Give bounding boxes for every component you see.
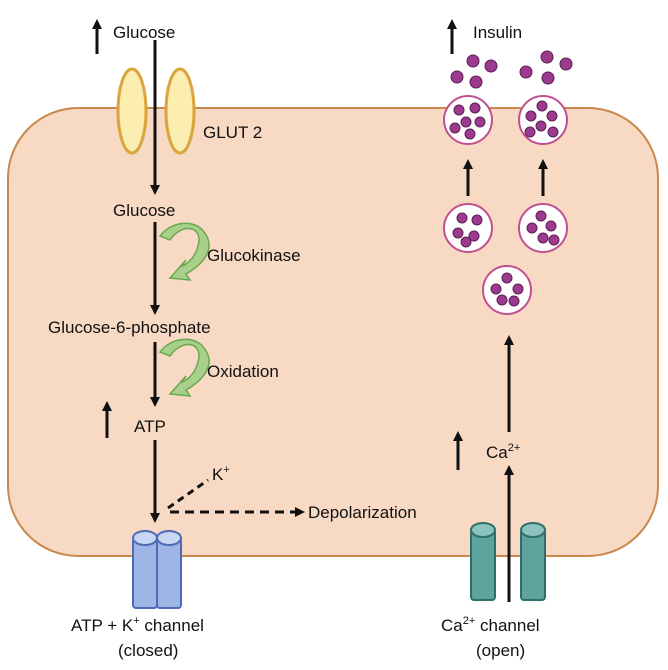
insulin-dot <box>484 59 498 73</box>
insulin-dot <box>541 71 555 85</box>
ca-ion-label: Ca2+ <box>486 442 520 462</box>
glucokinase-arrow <box>158 222 210 281</box>
insulin-dot <box>453 104 465 116</box>
insulin-dot <box>460 236 472 248</box>
insulin-dot <box>460 116 472 128</box>
calcium-pathway-arrows <box>463 159 548 602</box>
oxidation-label: Oxidation <box>207 362 279 381</box>
ca-channel-right-top <box>520 522 546 538</box>
insulin-dot <box>512 283 524 295</box>
granule-middle-left <box>443 203 493 253</box>
insulin-dot <box>469 102 481 114</box>
insulin-dot <box>525 110 537 122</box>
insulin-dot <box>471 214 483 226</box>
ca-ion-charge: 2+ <box>508 442 521 454</box>
ca-channel-charge: 2+ <box>463 615 476 627</box>
insulin-dot <box>508 295 520 307</box>
katp-label-suffix: channel <box>140 616 204 635</box>
insulin-dot <box>548 234 560 246</box>
insulin-dot <box>469 75 483 89</box>
katp-channel-right <box>156 537 182 609</box>
granule-top-left <box>443 95 493 145</box>
glut2-label: GLUT 2 <box>203 123 262 142</box>
ca-channel-right <box>520 529 546 601</box>
granule-bottom <box>482 265 532 315</box>
insulin-dot <box>449 122 461 134</box>
ca-channel-suffix: channel <box>475 616 539 635</box>
calcium-channel <box>470 522 546 601</box>
insulin-dot <box>526 222 538 234</box>
g6p-label: Glucose-6-phosphate <box>48 318 211 337</box>
k-ion-symbol: K <box>212 465 224 484</box>
glucose-extracellular-label: Glucose <box>113 23 175 42</box>
katp-channel-label: ATP + K+ channel <box>71 615 204 635</box>
ca-channel-label: Ca2+ channel <box>441 615 540 635</box>
insulin-dot <box>474 116 486 128</box>
insulin-dot <box>537 232 549 244</box>
increase-indicators <box>92 19 463 470</box>
depolarization-label: Depolarization <box>308 503 417 522</box>
beta-cell-membrane <box>7 107 659 557</box>
insulin-label: Insulin <box>473 23 522 42</box>
ca-channel-left <box>470 529 496 601</box>
katp-channel-right-top <box>156 530 182 546</box>
insulin-granules <box>443 50 573 315</box>
insulin-dot <box>501 272 513 284</box>
ca-ion-symbol: Ca <box>486 443 508 462</box>
katp-channel-left <box>132 537 158 609</box>
glucokinase-label: Glucokinase <box>207 246 301 265</box>
katp-label-prefix: ATP + K <box>71 616 134 635</box>
ca-channel-prefix: Ca <box>441 616 463 635</box>
ca-channel-state: (open) <box>476 641 525 660</box>
insulin-dot <box>535 210 547 222</box>
k-ion-charge: + <box>223 464 229 476</box>
insulin-dot <box>452 227 464 239</box>
katp-channel-state: (closed) <box>118 641 178 660</box>
katp-channel-left-top <box>132 530 158 546</box>
k-ion-label: K+ <box>212 464 230 484</box>
insulin-dot <box>490 283 502 295</box>
insulin-dot <box>464 128 476 140</box>
insulin-dot <box>524 126 536 138</box>
insulin-dot <box>545 220 557 232</box>
insulin-dot <box>456 212 468 224</box>
insulin-dot <box>519 65 533 79</box>
granule-middle-right <box>518 203 568 253</box>
insulin-dot <box>536 100 548 112</box>
katp-channel <box>132 530 182 609</box>
insulin-dot <box>559 57 573 71</box>
insulin-dot <box>466 54 480 68</box>
ca-channel-left-top <box>470 522 496 538</box>
insulin-dot <box>535 120 547 132</box>
glucose-intracellular-label: Glucose <box>113 201 175 220</box>
insulin-dot <box>450 70 464 84</box>
k-efflux-dashed-arrow <box>167 478 209 510</box>
glut2-transporter <box>116 67 196 155</box>
insulin-dot <box>468 230 480 242</box>
released-insulin <box>450 50 573 89</box>
insulin-dot <box>546 110 558 122</box>
insulin-dot <box>547 126 559 138</box>
glut2-left-lobe <box>116 67 148 155</box>
katp-label-charge: + <box>133 615 139 627</box>
granule-top-right <box>518 95 568 145</box>
atp-label: ATP <box>134 417 166 436</box>
oxidation-arrow <box>158 338 210 397</box>
insulin-dot <box>496 294 508 306</box>
insulin-dot <box>540 50 554 64</box>
glut2-right-lobe <box>164 67 196 155</box>
